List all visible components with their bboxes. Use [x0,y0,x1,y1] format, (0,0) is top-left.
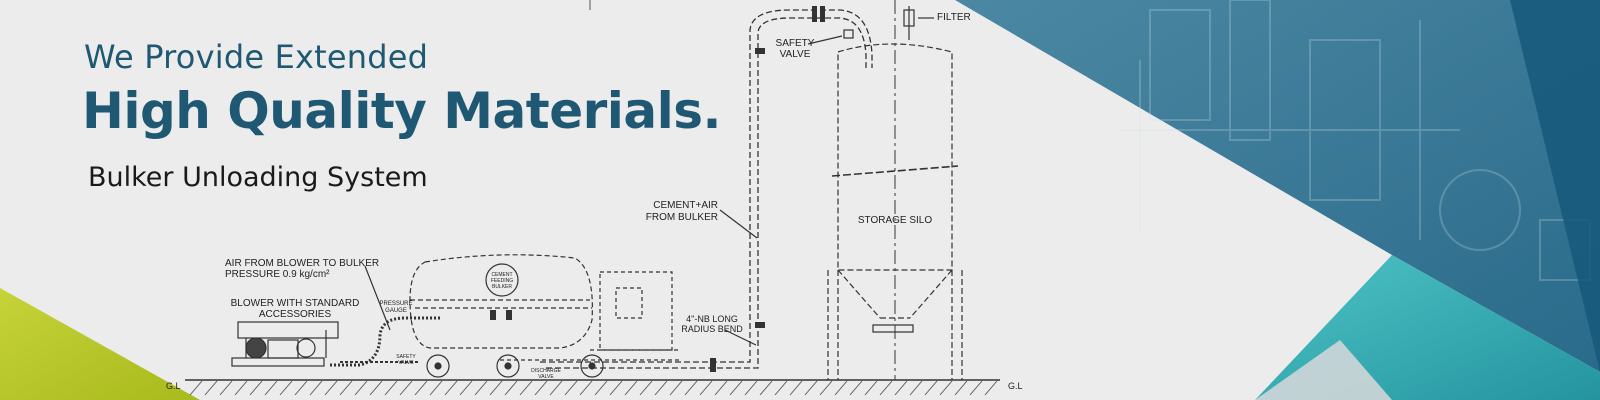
blower [231,321,339,367]
bulker-tank [409,254,593,349]
label-air-from-blower: AIR FROM BLOWER TO BULKER [225,258,379,269]
air-hose [330,316,440,367]
label-filter: FILTER [937,12,971,23]
label-radius-bend: 4"-NB LONG [686,314,738,324]
silo-level-line [831,165,959,177]
discharge-pipe [540,9,873,363]
svg-text:PRESSURE 0.9 kg/cm²: PRESSURE 0.9 kg/cm² [225,269,330,280]
svg-text:VALVE: VALVE [538,374,554,380]
svg-text:VALVE: VALVE [780,49,811,60]
bulker-badge [485,263,519,297]
heading-main: High Quality Materials. [82,82,722,140]
silo-bottom-valve [872,324,914,333]
label-bulker: CEMENT [491,272,512,278]
ground-hatch [189,380,998,396]
dark-blue-panel [1510,0,1600,372]
label-pressure-gauge: PRESSURE [379,301,412,307]
label-safety-valve: SAFETY [776,38,815,49]
label-safety-valve-low: SAFETY [396,354,416,360]
lime-panel [0,288,200,400]
truck-wheels [426,354,604,378]
truck-cab [500,271,680,361]
grey-strip [1255,340,1392,400]
label-blower: BLOWER WITH STANDARD [231,298,360,309]
label-ground-right: G.L [1008,381,1023,391]
blue-panel [955,0,1600,372]
svg-text:GAUGE: GAUGE [385,308,407,314]
svg-text:FEEDING: FEEDING [491,278,513,284]
heading-tagline: We Provide Extended [84,38,429,76]
svg-text:VALVE: VALVE [398,360,414,366]
svg-text:BULKER: BULKER [492,284,512,290]
pipe-couplings [490,6,825,372]
safety-valve-top [843,29,854,39]
banner-subtitle: Bulker Unloading System [88,162,428,193]
label-ground-left: G.L [166,381,181,391]
filter-unit [903,6,934,40]
label-discharge-valve: DISCHARGE [531,368,561,374]
svg-text:ACCESSORIES: ACCESSORIES [259,309,332,320]
svg-text:FROM BULKER: FROM BULKER [646,212,718,223]
svg-text:RADIUS BEND: RADIUS BEND [681,324,743,334]
label-cement-air: CEMENT+AIR [653,200,718,211]
label-storage-silo: STORAGE SILO [858,215,933,226]
diagram-text: FILTER SAFETY VALVE STORAGE SILO CEMENT+… [166,12,1023,391]
storage-silo [827,43,963,380]
